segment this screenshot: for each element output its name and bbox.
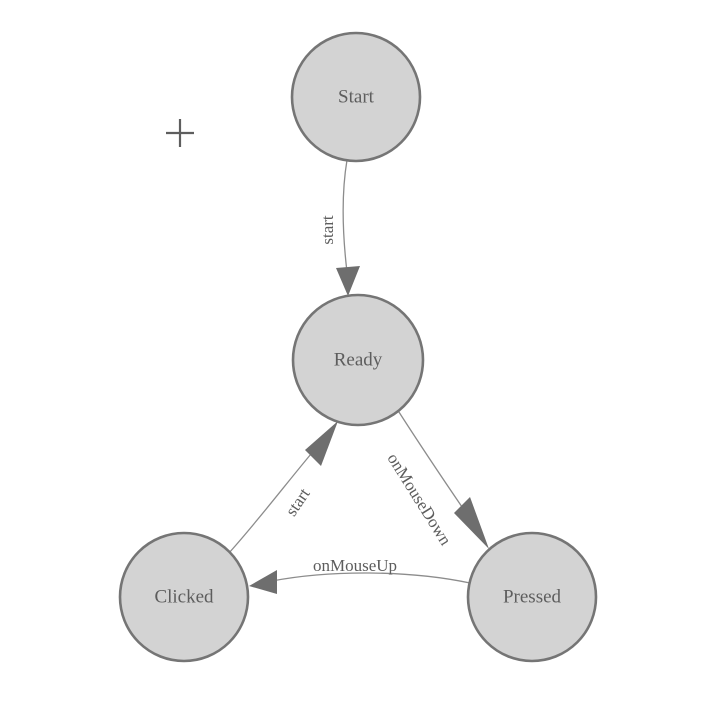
arrowhead-pressed-to-clicked — [249, 570, 277, 594]
edge-path-pressed-to-clicked — [271, 572, 471, 584]
node-ready-circle[interactable] — [291, 293, 425, 427]
arrowhead-start-to-ready — [336, 266, 360, 296]
edge-ready-to-pressed[interactable]: onMouseDown — [384, 408, 489, 549]
node-pressed[interactable]: Pressed — [466, 531, 598, 663]
edge-label-start-to-ready: start — [318, 215, 337, 245]
arrowhead-clicked-to-ready — [305, 421, 338, 466]
node-clicked[interactable]: Clicked — [118, 531, 250, 663]
node-start-circle[interactable] — [290, 31, 422, 163]
edge-clicked-to-ready[interactable]: start — [227, 421, 338, 555]
edge-start-to-ready[interactable]: start — [318, 159, 360, 296]
node-pressed-circle[interactable] — [466, 531, 598, 663]
edge-path-start-to-ready — [342, 159, 348, 273]
edge-pressed-to-clicked[interactable]: onMouseUp — [249, 556, 471, 594]
node-ready[interactable]: Ready — [291, 293, 425, 427]
edge-label-ready-to-pressed: onMouseDown — [384, 450, 456, 549]
arrowhead-ready-to-pressed — [454, 497, 489, 549]
edge-label-clicked-to-ready: start — [282, 484, 314, 519]
edge-label-pressed-to-clicked: onMouseUp — [313, 556, 397, 575]
node-start[interactable]: Start — [290, 31, 422, 163]
crosshair-icon — [166, 119, 194, 147]
node-clicked-circle[interactable] — [118, 531, 250, 663]
edge-path-clicked-to-ready — [227, 440, 323, 555]
